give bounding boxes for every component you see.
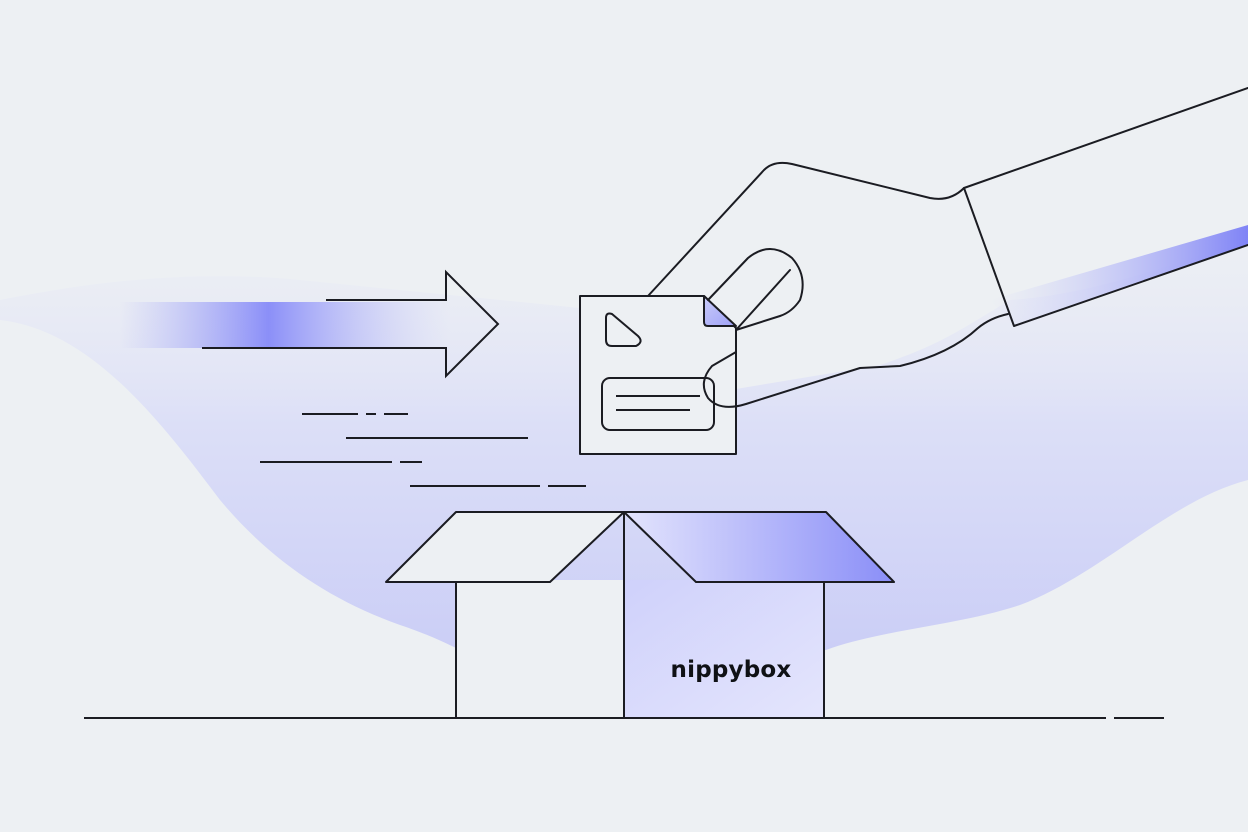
speed-lines xyxy=(260,413,586,487)
document-icon xyxy=(579,295,737,455)
open-box-icon xyxy=(385,511,895,718)
arrow-right-icon xyxy=(202,269,500,379)
sleeve-glow xyxy=(990,225,1248,326)
box-front-right xyxy=(624,580,824,718)
image-placeholder-icon xyxy=(605,312,642,347)
hand-icon xyxy=(647,87,1248,408)
motion-trail xyxy=(120,302,450,348)
brand-label: nippybox xyxy=(670,657,792,683)
box-flap-right xyxy=(623,511,895,583)
box-front-left xyxy=(456,580,624,718)
box-flap-left xyxy=(385,511,625,583)
